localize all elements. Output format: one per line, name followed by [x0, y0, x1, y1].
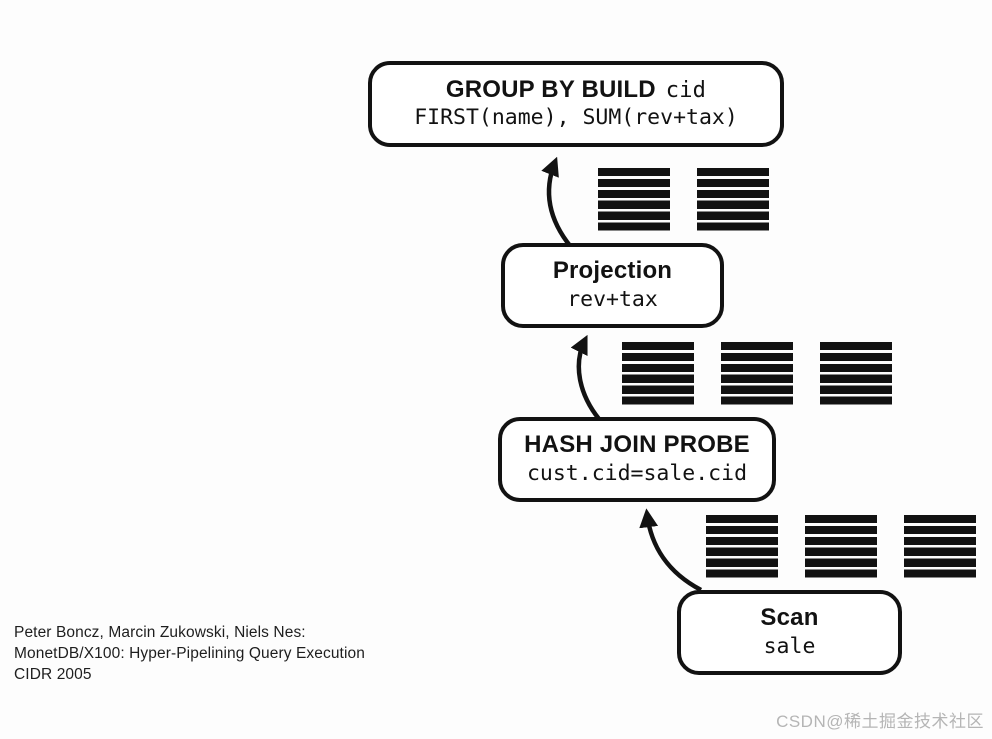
- node-title: GROUP BY BUILD cid: [445, 75, 707, 103]
- arrow-projection-to-groupby: [541, 156, 573, 249]
- vector-batch: [721, 342, 793, 405]
- node-title: Projection: [552, 257, 673, 285]
- node-title-arg: cid: [665, 77, 707, 103]
- vector-batch: [706, 515, 778, 578]
- arrow-scan-to-hashjoin: [639, 508, 703, 592]
- vector-batch: [805, 515, 877, 578]
- node-title-text: GROUP BY BUILD: [445, 75, 656, 103]
- vector-batch-group-2: [622, 342, 892, 405]
- vector-batch-group-3: [706, 515, 976, 578]
- vector-batch: [598, 168, 670, 231]
- vector-batch: [622, 342, 694, 405]
- node-detail: rev+tax: [567, 286, 658, 312]
- node-group-by-build: GROUP BY BUILD cid FIRST(name), SUM(rev+…: [368, 61, 784, 147]
- arrow-hashjoin-to-projection: [570, 334, 601, 421]
- node-title: HASH JOIN PROBE: [524, 431, 750, 459]
- node-title: Scan: [760, 604, 819, 632]
- node-scan: Scan sale: [677, 590, 902, 675]
- node-projection: Projection rev+tax: [501, 243, 724, 328]
- vector-batch: [820, 342, 892, 405]
- citation: Peter Boncz, Marcin Zukowski, Niels Nes:…: [14, 622, 365, 685]
- node-detail: sale: [763, 633, 816, 659]
- citation-title: MonetDB/X100: Hyper-Pipelining Query Exe…: [14, 645, 365, 662]
- watermark: CSDN@稀土掘金技术社区: [776, 712, 984, 731]
- vector-batch: [697, 168, 769, 231]
- vector-batch: [904, 515, 976, 578]
- vector-batch-group-1: [598, 168, 769, 231]
- node-detail: cust.cid=sale.cid: [526, 460, 748, 486]
- citation-authors: Peter Boncz, Marcin Zukowski, Niels Nes:: [14, 624, 306, 641]
- node-hash-join-probe: HASH JOIN PROBE cust.cid=sale.cid: [498, 417, 776, 502]
- node-detail: FIRST(name), SUM(rev+tax): [414, 105, 738, 131]
- citation-venue: CIDR 2005: [14, 666, 92, 683]
